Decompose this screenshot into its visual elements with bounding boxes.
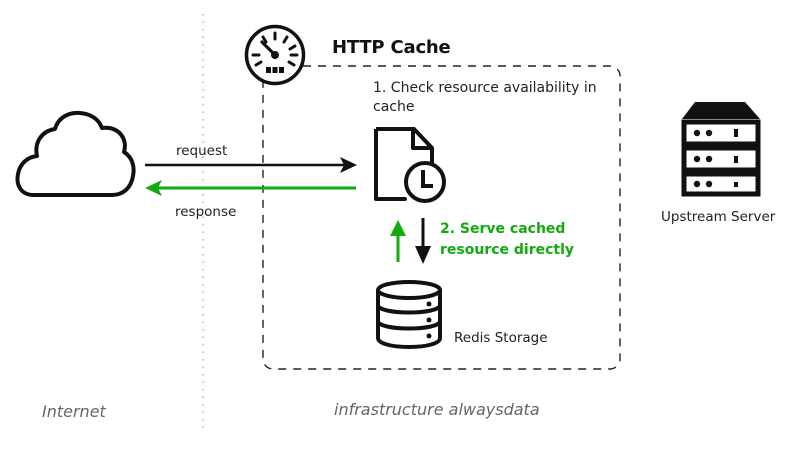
- server-icon: [681, 102, 761, 197]
- cloud-icon: [15, 110, 136, 197]
- speedometer-icon: [244, 24, 306, 86]
- zone-infrastructure-label: infrastructure alwaysdata: [334, 400, 540, 419]
- response-label: response: [175, 204, 237, 220]
- zone-internet-label: Internet: [42, 402, 106, 421]
- redis-storage-label: Redis Storage: [454, 330, 548, 346]
- request-label: request: [176, 143, 228, 159]
- cached-document-icon: [374, 127, 446, 203]
- upstream-server-label: Upstream Server: [661, 209, 776, 225]
- step-serve-label: 2. Serve cached resource directly: [440, 221, 575, 258]
- http-cache-title: HTTP Cache: [332, 37, 451, 58]
- step-check-label: 1. Check resource availability in cache: [373, 80, 597, 115]
- database-icon: [376, 280, 442, 349]
- http-cache-boundary: [262, 65, 621, 370]
